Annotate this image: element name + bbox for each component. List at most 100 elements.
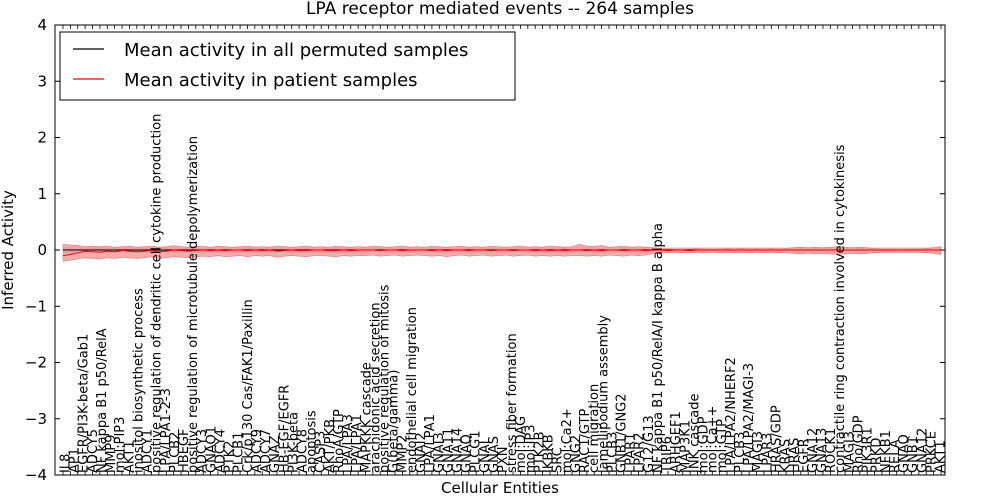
x-tick-label: PXN <box>496 447 511 473</box>
x-tick-label: cell migration <box>587 384 602 473</box>
chart-title: LPA receptor mediated events -- 264 samp… <box>306 0 694 19</box>
x-tick-label: ADCY1 <box>141 429 156 473</box>
x-tick-label: mol:Ca2+ <box>560 408 575 473</box>
x-tick-label: MAGI3 <box>751 431 766 473</box>
legend: Mean activity in all permuted samples Me… <box>59 31 516 101</box>
y-axis-label: Inferred Activity <box>0 190 17 310</box>
y-tick-label: 0 <box>37 241 47 259</box>
x-tick-label: LPA/LPA2/NHERF2 <box>724 357 739 473</box>
x-tick-label: endothelial cell migration <box>405 307 420 473</box>
x-tick-label: RAC1/GTP <box>578 409 593 473</box>
x-tick-label: PTK2 <box>223 440 238 473</box>
x-tick-label: apoptosis <box>305 410 320 473</box>
y-tick-label: 2 <box>37 129 47 147</box>
x-tick-label: AP1 <box>68 448 83 473</box>
x-tick-label: PI3K-beta <box>286 412 301 473</box>
x-tick-label: MMP2 <box>396 434 411 473</box>
x-tick-label: G(beta/gamma) <box>387 370 402 473</box>
x-tick-label: LPAR3 <box>760 433 775 473</box>
x-tick-label: LPA/LPA1 <box>350 414 365 473</box>
x-tick-label: CASP3 <box>314 431 329 473</box>
x-tick-label: G12/G13 <box>642 415 657 473</box>
x-tick-label: GNA12 <box>806 428 821 473</box>
x-tick-label: inositol biosynthetic process <box>131 288 146 473</box>
x-tick-label: HBEGF <box>177 429 192 473</box>
x-tick-label: GNG2 <box>569 435 584 473</box>
x-tick-label: positive regulation of dendritic cell cy… <box>150 114 165 473</box>
x-axis-label: Cellular Entities <box>441 479 559 497</box>
x-tick-label: PLCB3 <box>733 432 748 473</box>
x-tick-label: GNA13 <box>815 428 830 473</box>
x-tick-label: GNAZ <box>268 435 283 473</box>
x-tick-label: GNA14 <box>450 428 465 473</box>
x-tick-label: PLCB3 <box>605 432 620 473</box>
x-tick-label: ROCK1 <box>824 428 839 473</box>
x-tick-label: GNB1 <box>906 436 921 473</box>
x-tick-label: Crk/p130 Cas/FAK1/Paxillin <box>241 299 256 473</box>
x-tick-label: positive regulation of mitosis <box>378 284 393 473</box>
x-tick-label: NF kappa B1 p50/RelA <box>95 328 110 473</box>
x-tick-label: ARHGEF1 <box>669 411 684 473</box>
x-tick-label: mol:DAG <box>514 416 529 473</box>
x-tick-label: AKT1 <box>934 440 949 473</box>
y-tick-label: −4 <box>25 466 47 484</box>
x-tick-label: contractile ring contraction involved in… <box>833 144 848 473</box>
x-tick-label: TRIP6 <box>660 436 675 474</box>
x-tick-label: GNAQ <box>897 434 912 473</box>
x-tick-label: GNA12 <box>915 428 930 473</box>
x-tick-label: LPA/LPA2/MAGI-3 <box>742 363 757 473</box>
x-tick-label: HB-EGF/EGFR <box>277 385 292 473</box>
x-tick-label: MAGI3 <box>842 431 857 473</box>
x-tick-label: GNAI3 <box>432 432 447 473</box>
x-tick-label: PRKD <box>870 438 885 473</box>
x-tick-label: HRAS <box>788 438 803 473</box>
x-tick-label: mol:GTP <box>715 419 730 473</box>
x-tick-label: ADCY8 <box>295 429 310 473</box>
patient-band <box>62 244 942 262</box>
x-tick-label: GNAQ <box>460 434 475 473</box>
x-tick-label: lamellipodium assembly <box>596 315 611 473</box>
x-tick-label: ADCY5 <box>86 429 101 473</box>
x-tick-label: PTK2B <box>532 432 547 474</box>
x-tick-label: SRC <box>551 447 566 473</box>
x-tick-label: MAPKKK cascade <box>359 362 374 473</box>
y-tick-label: 3 <box>37 72 47 90</box>
x-tick-label: IL8 <box>59 454 74 473</box>
x-tick-label: mol:Ca++ <box>706 406 721 473</box>
x-tick-label: Rho/GDP <box>851 415 866 473</box>
x-tick-label: LPA/LPA1-2-3 <box>159 388 174 473</box>
x-tick-label: RhoA/GTP <box>332 409 347 473</box>
x-tick-label: LPAR2 <box>633 433 648 473</box>
x-tick-label: MMP9 <box>104 434 119 473</box>
x-tick-label: JNK cascade <box>687 394 702 474</box>
x-tick-label: IKBKB <box>542 434 557 473</box>
x-tick-label: GNA11 <box>441 428 456 473</box>
x-tick-label: mol:GDP <box>697 416 712 473</box>
y-tick-label: −3 <box>25 410 47 428</box>
x-tick-label: LPA/LPA1 <box>423 414 438 473</box>
x-tick-label: PRKCE <box>924 431 939 473</box>
x-tick-label: GNAI2 <box>414 432 429 473</box>
x-tick-label: ADCY4 <box>213 429 228 473</box>
legend-box <box>59 31 516 101</box>
x-tick-label: PLCB1 <box>232 432 247 473</box>
x-tick-label: MAP3K1 <box>678 420 693 473</box>
x-tick-label: mol:IP3 <box>523 424 538 473</box>
x-tick-label: KRAS <box>779 439 794 473</box>
x-tick-label: RELA <box>888 439 903 473</box>
x-tick-label: HRAS/GDP <box>769 405 784 473</box>
y-tick-label: −2 <box>25 354 47 372</box>
x-tick-label: GNAS <box>487 436 502 473</box>
x-tick-label: EGFR/PI3K-beta/Gab1 <box>77 334 92 473</box>
x-tick-label: LPA/LPA3 <box>341 414 356 473</box>
x-tick-label: ADCY9 <box>250 429 265 473</box>
x-tick-label: AKT/PKB <box>323 419 338 473</box>
x-tick-label: PIK3R1 <box>861 427 876 473</box>
x-tick-label: mol:PIP3 <box>113 417 128 473</box>
y-tick-label: −1 <box>25 297 47 315</box>
x-tick-label: PLCG1 <box>469 430 484 473</box>
x-tick-label: stress fiber formation <box>505 333 520 473</box>
